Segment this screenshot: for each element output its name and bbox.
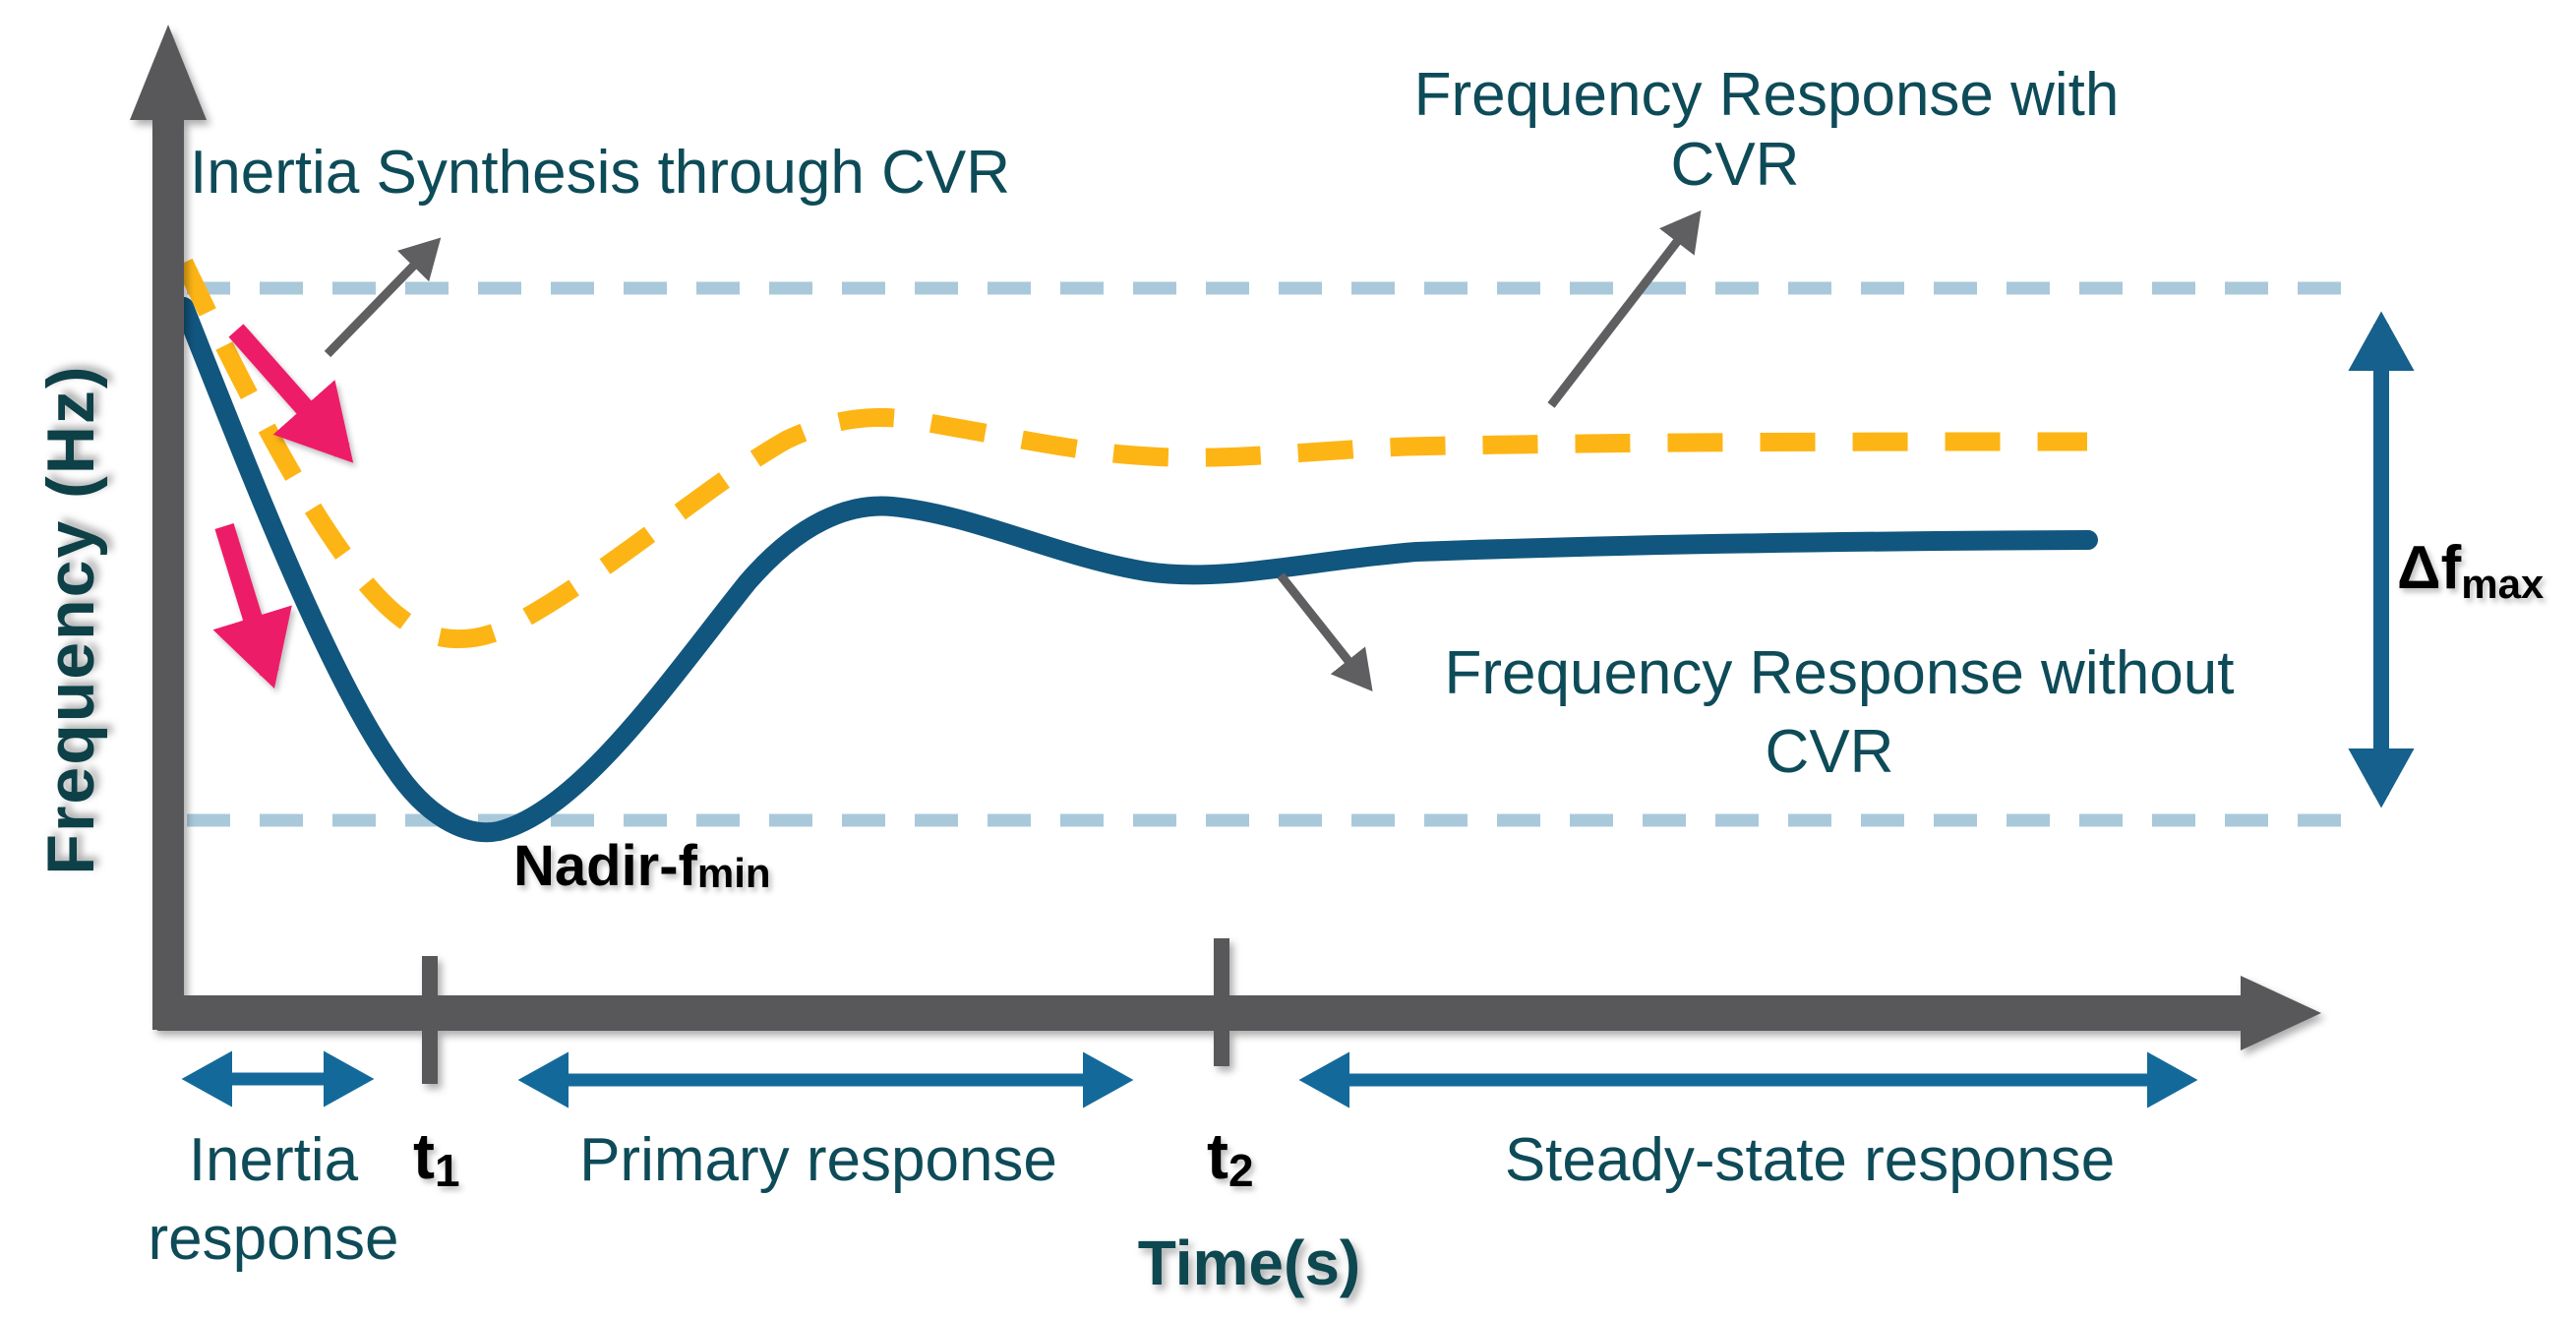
nadir-label-main: Nadir-f — [513, 834, 698, 898]
inertia-synthesis-pointer-arrow — [324, 237, 442, 358]
x-axis-title: Time(s) — [1138, 1227, 1360, 1298]
t2-label: t2 — [1207, 1119, 1254, 1196]
region-span-arrows — [181, 1050, 2198, 1108]
t2-tick — [1214, 938, 1229, 1066]
without-cvr-label-line2: CVR — [1766, 718, 1894, 786]
without-cvr-pointer-arrow — [1277, 572, 1373, 692]
with-cvr-label-line2: CVR — [1671, 131, 1800, 199]
t1-label-main: t — [413, 1119, 435, 1192]
curve-with-cvr — [175, 258, 2088, 649]
axes — [130, 25, 2321, 1084]
x-axis-line — [157, 995, 2243, 1031]
y-axis-arrowhead — [130, 25, 207, 120]
inertia-response-label-line1: Inertia — [189, 1126, 359, 1194]
nadir-label-subscript: min — [697, 850, 771, 896]
t1-tick — [422, 956, 438, 1084]
nadir-fmin-label: Nadir-fmin — [513, 834, 771, 898]
delta-label-main: Δf — [2397, 534, 2462, 602]
with-cvr-label-line1: Frequency Response with — [1414, 61, 2120, 129]
delta-fmax-label: Δfmax — [2397, 534, 2545, 607]
inertia-synthesis-arrows — [212, 324, 354, 689]
t1-label-subscript: 1 — [435, 1145, 460, 1196]
steady-state-response-label: Steady-state response — [1505, 1126, 2115, 1194]
t1-label: t1 — [413, 1119, 460, 1196]
delta-label-subscript: max — [2461, 561, 2545, 607]
without-cvr-label-line1: Frequency Response without — [1444, 639, 2234, 707]
t2-label-subscript: 2 — [1228, 1145, 1254, 1196]
y-axis-line — [152, 108, 184, 1030]
with-cvr-pointer-arrow — [1547, 210, 1702, 408]
inertia-synthesis-arrow-lower — [212, 523, 292, 689]
y-axis-title: Frequency (Hz) — [33, 364, 108, 874]
primary-response-label: Primary response — [579, 1126, 1057, 1194]
inertia-synthesis-label: Inertia Synthesis through CVR — [190, 139, 1010, 207]
x-axis-arrowhead — [2241, 976, 2321, 1050]
curve-without-cvr — [174, 297, 2098, 843]
inertia-synthesis-arrow-upper — [228, 324, 354, 463]
t2-label-main: t — [1207, 1119, 1228, 1192]
inertia-response-label-line2: response — [148, 1205, 398, 1273]
